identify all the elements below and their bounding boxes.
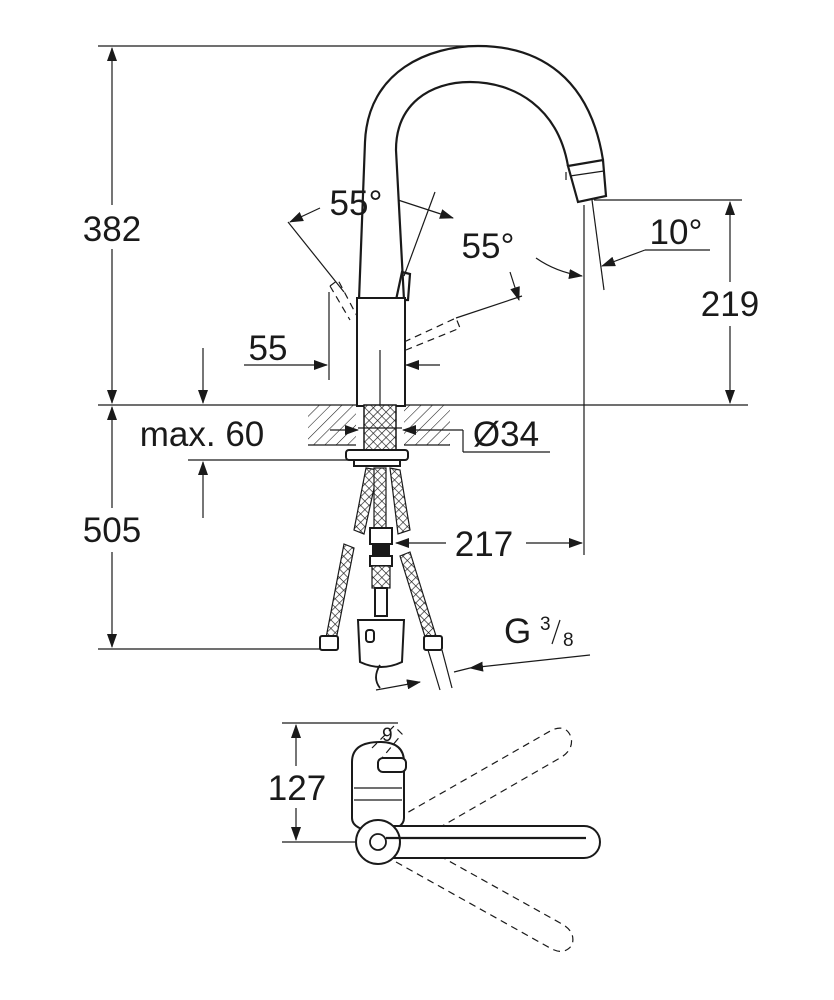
top-view-angle-label: 9	[382, 725, 393, 746]
dimension-handle-angle-side: 55°	[455, 227, 583, 319]
top-depth-label: 127	[268, 769, 326, 808]
connection-numerator: 3	[540, 614, 551, 635]
top-view: 127 9	[262, 722, 601, 952]
handle-angle-top-label: 55°	[330, 184, 383, 223]
top-body	[351, 740, 405, 834]
connection-denominator: 8	[563, 630, 574, 651]
dimension-handle-offset: 55	[244, 292, 440, 380]
handle-offset-label: 55	[249, 329, 288, 368]
side-view: 382 10° 219	[74, 44, 766, 691]
deck-thickness-label: max. 60	[140, 415, 265, 454]
faucet-handle	[329, 270, 461, 407]
dimension-top-depth: 127	[262, 722, 398, 843]
spray-angle-label: 10°	[650, 213, 703, 252]
dimension-below-deck: 505	[74, 406, 320, 650]
dimension-deck-thickness: max. 60	[140, 348, 360, 518]
faucet-body	[356, 297, 406, 407]
faucet-spout	[357, 44, 608, 301]
outlet-height-label: 219	[701, 285, 759, 324]
dimension-outlet-height: 219	[696, 201, 766, 404]
dimension-total-height: 382	[74, 45, 748, 406]
countertop	[308, 404, 450, 454]
dimension-spray-angle: 10°	[583, 199, 742, 555]
handle-angle-side-label: 55°	[462, 227, 515, 266]
below-deck-label: 505	[83, 511, 141, 550]
dimension-handle-angle-top: 55°	[287, 184, 454, 293]
under-deck-assembly	[319, 449, 453, 691]
dimension-projection: 217	[395, 525, 583, 564]
dimension-hole-diameter: Ø34	[330, 415, 550, 454]
total-height-label: 382	[83, 210, 141, 249]
projection-label: 217	[455, 525, 513, 564]
dimension-connection: G 3 8	[375, 612, 591, 691]
connection-prefix: G	[504, 612, 531, 651]
hole-diameter-label: Ø34	[473, 415, 539, 454]
